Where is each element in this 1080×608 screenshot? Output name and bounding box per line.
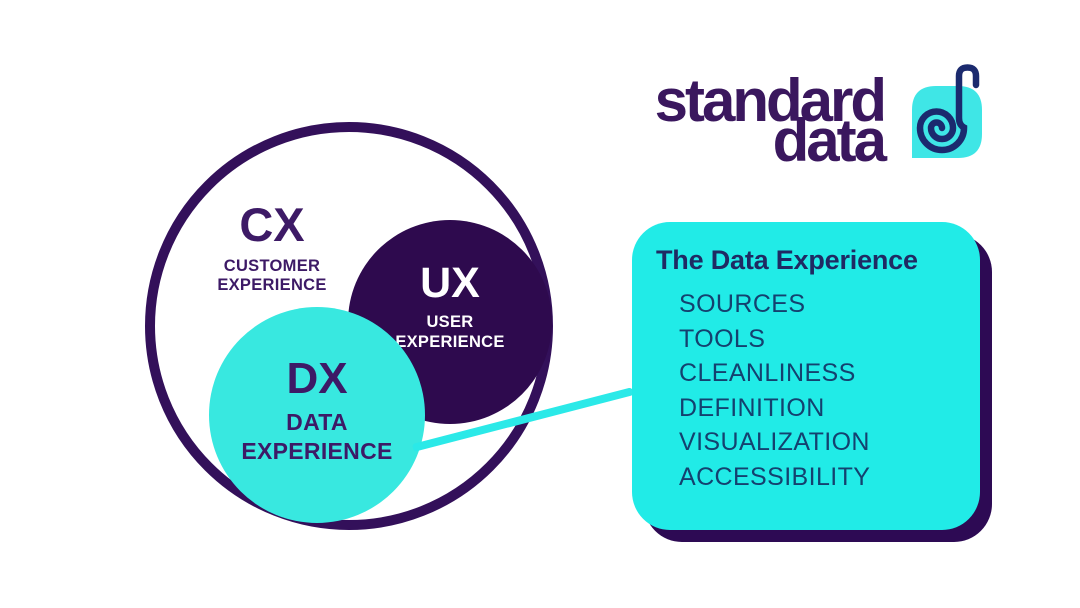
cx-sublabel-2: EXPERIENCE: [217, 276, 327, 294]
cx-sublabel-1: CUSTOMER: [223, 257, 321, 275]
cx-abbr: CX: [239, 198, 305, 251]
dx-sublabel-2: EXPERIENCE: [241, 437, 393, 464]
ux-circle: UX USER EXPERIENCE: [348, 220, 552, 424]
callout-item: CLEANLINESS: [679, 359, 856, 387]
ux-abbr: UX: [420, 259, 480, 307]
cx-label: CX CUSTOMER EXPERIENCE: [193, 201, 351, 295]
callout-list: SOURCES TOOLS CLEANLINESS DEFINITION VIS…: [656, 287, 962, 494]
ux-sublabel-1: USER: [426, 313, 474, 331]
leaf-note-icon: [912, 64, 982, 158]
callout-item: DEFINITION: [679, 393, 825, 422]
callout-title: The Data Experience: [656, 245, 918, 275]
callout-box: The Data Experience SOURCES TOOLS CLEANL…: [632, 222, 980, 530]
callout-item: TOOLS: [679, 324, 766, 353]
callout-item: ACCESSIBILITY: [679, 462, 871, 491]
dx-sublabel-1: DATA: [286, 408, 348, 435]
logo-word-data: data: [772, 107, 887, 174]
dx-circle: DX DATA EXPERIENCE: [209, 307, 425, 523]
logo-word-standard: standard: [654, 67, 887, 134]
dx-abbr: DX: [286, 353, 348, 403]
ux-sublabel-2: EXPERIENCE: [395, 333, 505, 351]
callout-item: SOURCES: [679, 290, 806, 318]
callout-item: VISUALIZATION: [679, 428, 870, 456]
